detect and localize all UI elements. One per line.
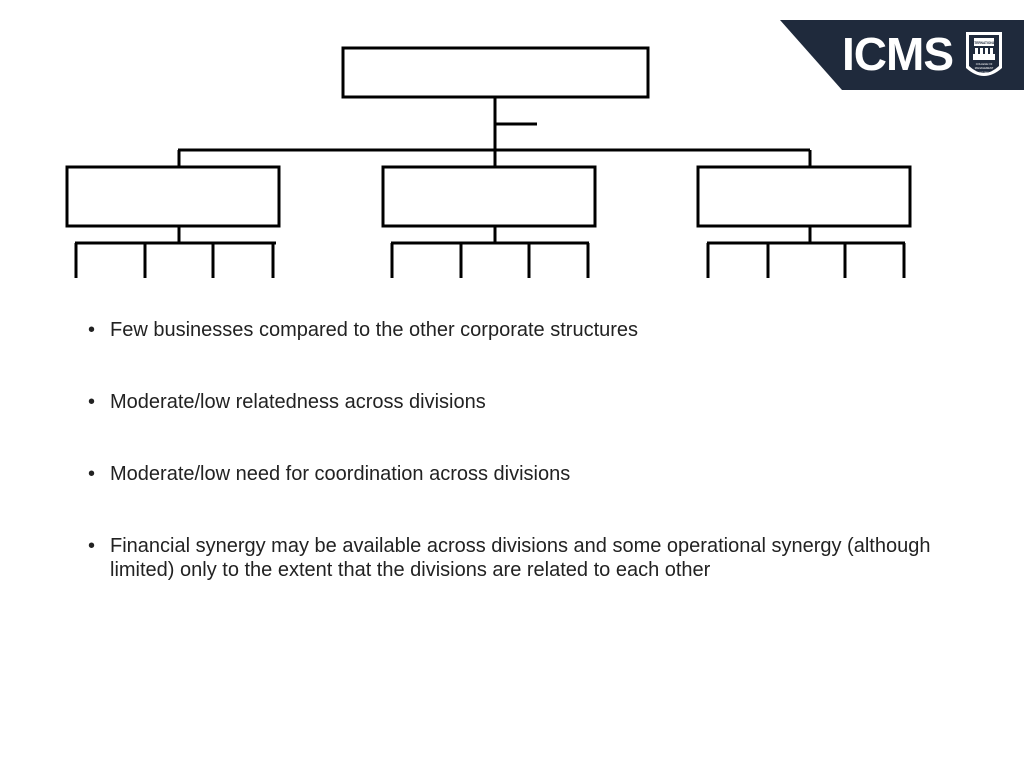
bullet-item: • Moderate/low need for coordination acr… [88,462,968,486]
crest-line: SYDNEY [980,72,990,74]
icms-logo: INTERNATIONAL COLLEGE OF MANAGEMENT SYDN… [780,20,1024,90]
division-box-2 [381,165,597,228]
division-box-3 [696,165,912,228]
logo-wordmark: ICMS [842,28,954,80]
org-chart-diagram [65,46,912,278]
bullet-dot: • [88,391,96,413]
bullet-text: Moderate/low need for coordination acros… [110,463,571,485]
crest-line: INTERNATIONAL [971,41,997,45]
bullet-dot: • [88,463,96,485]
bullet-item: • Financial synergy may be available acr… [88,534,968,582]
crest-line: MANAGEMENT [975,66,994,70]
bullet-list: • Few businesses compared to the other c… [88,318,968,630]
crest-icon: INTERNATIONAL COLLEGE OF MANAGEMENT SYDN… [966,32,1002,76]
bullet-item: • Few businesses compared to the other c… [88,318,968,342]
top-box [341,46,650,99]
crest-line: COLLEGE OF [976,62,993,66]
bullet-text: Moderate/low relatedness across division… [110,391,486,413]
bullet-dot: • [88,319,96,341]
bullet-item: • Moderate/low relatedness across divisi… [88,390,968,414]
bullet-dot: • [88,535,96,557]
division-box-1 [65,165,281,228]
bullet-text: Financial synergy may be available acros… [110,535,931,581]
bullet-text: Few businesses compared to the other cor… [110,319,639,341]
